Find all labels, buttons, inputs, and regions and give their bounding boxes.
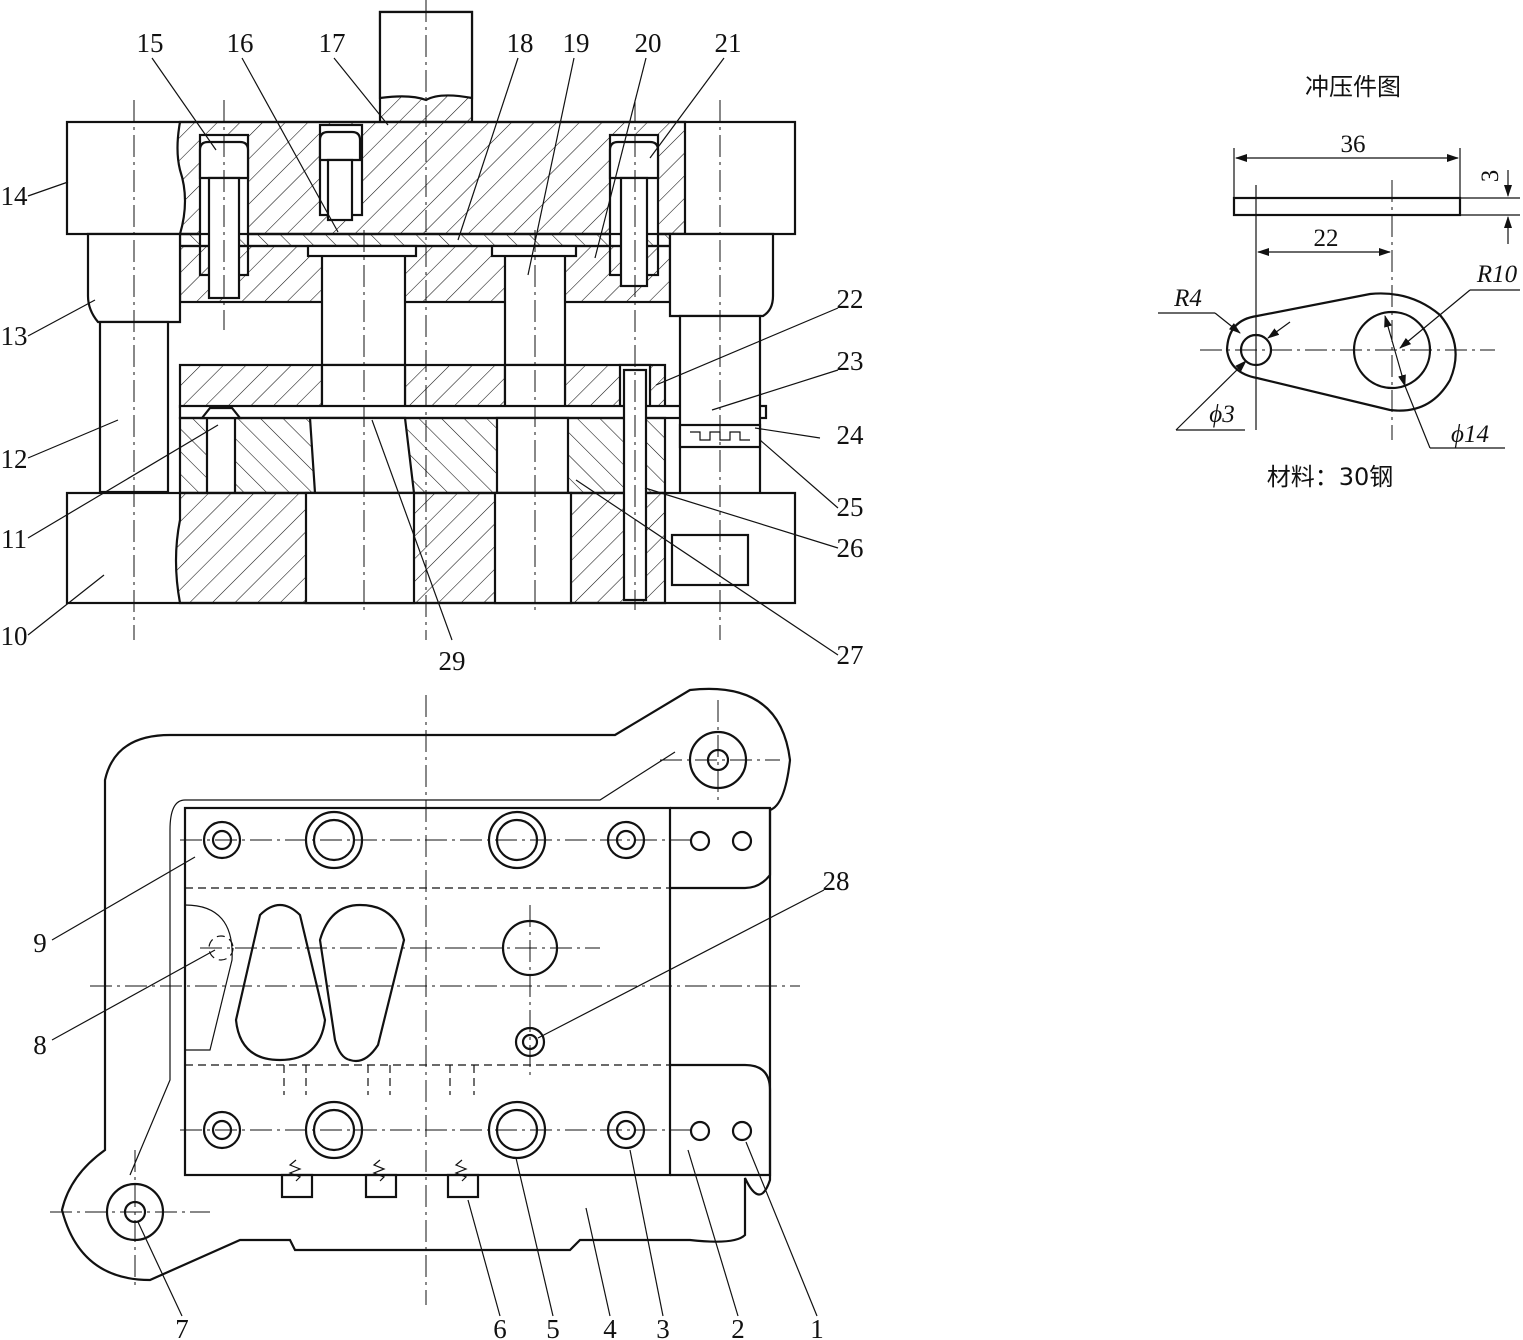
- label-12: 12: [1, 444, 28, 474]
- dim-length: 36: [1341, 131, 1366, 158]
- label-11: 11: [1, 524, 27, 554]
- label-1: 1: [810, 1314, 824, 1340]
- label-7: 7: [175, 1314, 189, 1340]
- dim-small-hole: ϕ3: [1209, 401, 1234, 428]
- label-29: 29: [439, 646, 466, 676]
- part-drawing-title: 冲压件图: [1305, 73, 1401, 101]
- label-15: 15: [137, 28, 164, 58]
- label-16: 16: [227, 28, 254, 58]
- part-plan-outline: [1225, 292, 1457, 412]
- label-9: 9: [33, 928, 47, 958]
- dim-thickness: 3: [1477, 170, 1504, 183]
- label-13: 13: [1, 321, 28, 351]
- label-25: 25: [837, 492, 864, 522]
- dim-large-radius: R10: [1476, 261, 1518, 288]
- label-20: 20: [635, 28, 662, 58]
- die-plate: [178, 416, 667, 495]
- label-2: 2: [731, 1314, 745, 1340]
- backing-plate: [178, 232, 672, 248]
- material-note: 材料：30钢: [1267, 463, 1394, 491]
- label-23: 23: [837, 346, 864, 376]
- label-6: 6: [493, 1314, 507, 1340]
- part-side-view: [1232, 196, 1462, 217]
- stamped-part-drawing: 冲压件图 36 3 22 R4 R10 ϕ3: [1158, 73, 1520, 491]
- label-28: 28: [823, 866, 850, 896]
- label-10: 10: [1, 621, 28, 651]
- part-number-labels: 15 16 17 18 19 20 21 14 13 12 11 10 22 2…: [1, 28, 865, 1340]
- label-24: 24: [837, 420, 865, 450]
- label-5: 5: [546, 1314, 560, 1340]
- label-8: 8: [33, 1030, 47, 1060]
- leader-lines: [27, 57, 839, 1317]
- dim-center-distance: 22: [1314, 225, 1339, 252]
- lower-die-base-outline: [60, 687, 792, 1282]
- stripper-plate-plan: [183, 806, 672, 1177]
- label-21: 21: [715, 28, 742, 58]
- label-22: 22: [837, 284, 864, 314]
- label-19: 19: [563, 28, 590, 58]
- label-3: 3: [656, 1314, 670, 1340]
- stripper-plate: [178, 363, 667, 409]
- front-section-view: [65, 0, 797, 640]
- dim-small-radius: R4: [1173, 285, 1202, 312]
- label-18: 18: [507, 28, 534, 58]
- plan-view: [50, 687, 800, 1305]
- label-4: 4: [603, 1314, 617, 1340]
- material-strip: [178, 404, 768, 420]
- label-14: 14: [1, 181, 29, 211]
- label-27: 27: [837, 640, 864, 670]
- label-17: 17: [319, 28, 346, 58]
- label-26: 26: [837, 533, 864, 563]
- dim-large-hole: ϕ14: [1451, 421, 1489, 448]
